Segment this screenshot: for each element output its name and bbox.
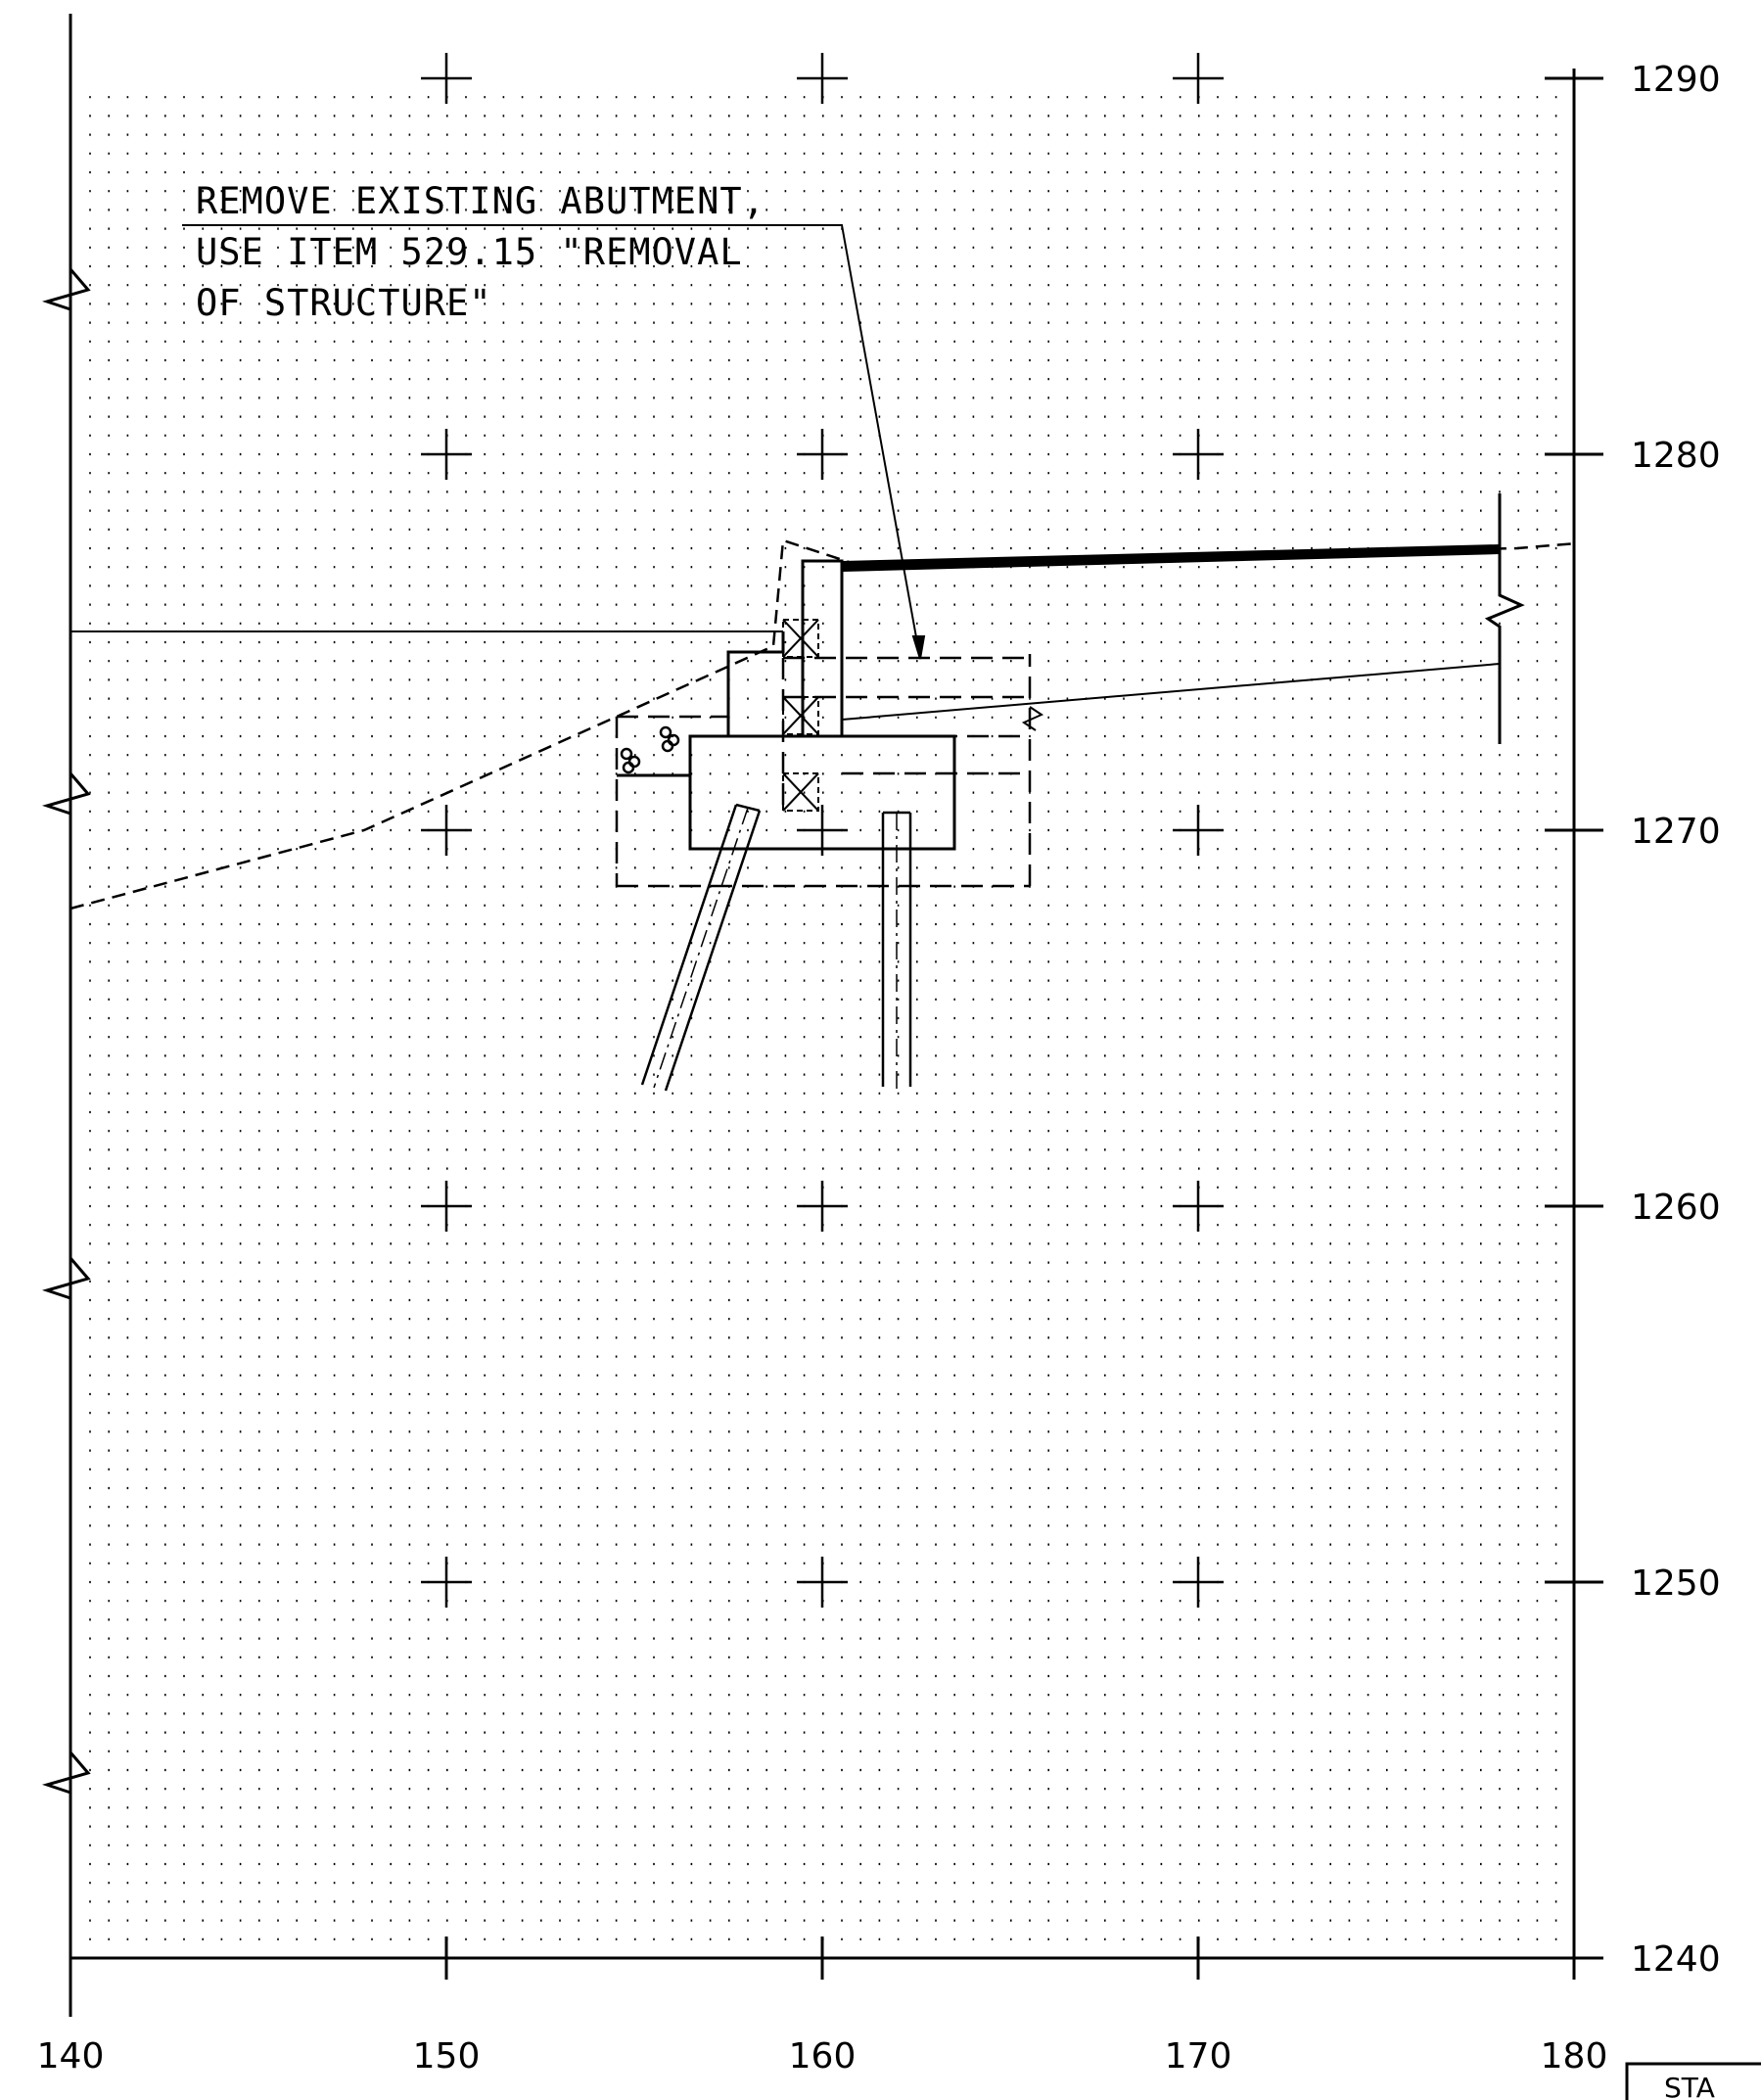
break-mark-small (1021, 706, 1044, 731)
y-tick-label: 1270 (1631, 812, 1721, 852)
grid-cross (1173, 429, 1224, 480)
grid-cross (421, 805, 472, 856)
grid-cross (797, 429, 848, 480)
grid-crosses (421, 53, 1224, 1608)
grid-cross (421, 1181, 472, 1232)
vertical-pile (881, 811, 912, 1089)
y-tick-label: 1240 (1631, 1939, 1721, 1980)
bearing-boxes (782, 619, 819, 812)
x-tick-label: 180 (1541, 2036, 1608, 2077)
x-tick-label: 170 (1165, 2036, 1232, 2077)
note-line-3: OF STRUCTURE" (196, 282, 492, 324)
grid-cross (1173, 805, 1224, 856)
note-line-1: REMOVE EXISTING ABUTMENT, (196, 180, 765, 222)
bridge-deck (841, 493, 1525, 744)
y-tick-label: 1290 (1631, 60, 1721, 100)
x-tick-label: 160 (789, 2036, 857, 2077)
x-axis-ticks: 140 150 160 170 180 (37, 1937, 1608, 2077)
y-tick-label: 1250 (1631, 1563, 1721, 1604)
station-stamp-label: STA (1664, 2072, 1715, 2100)
grid-cross (797, 1181, 848, 1232)
y-axis-ticks: 1240 1250 1260 1270 1280 1290 (1545, 60, 1721, 1980)
grid-cross (797, 805, 848, 856)
grid-cross (797, 53, 848, 104)
grid-cross (1173, 1557, 1224, 1608)
break-symbols (41, 268, 91, 1795)
grid-dots (89, 96, 1557, 1940)
grid-cross (421, 53, 472, 104)
y-tick-label: 1280 (1631, 436, 1721, 476)
battered-pile (640, 803, 762, 1092)
grid-cross (421, 1557, 472, 1608)
x-tick-label: 140 (37, 2036, 105, 2077)
grid-cross (421, 429, 472, 480)
y-tick-label: 1260 (1631, 1188, 1721, 1228)
grid-cross (1173, 53, 1224, 104)
grid-cross (797, 1557, 848, 1608)
grid-cross (1173, 1181, 1224, 1232)
abutment-solid (70, 559, 956, 851)
dot-grid (89, 96, 1557, 1940)
x-tick-label: 150 (413, 2036, 481, 2077)
station-stamp: STA (1625, 2062, 1761, 2100)
stone-symbols (620, 725, 680, 774)
note-line-2: USE ITEM 529.15 "REMOVAL (196, 231, 743, 273)
existing-ground-line (70, 538, 1577, 910)
note-leader (182, 224, 926, 660)
